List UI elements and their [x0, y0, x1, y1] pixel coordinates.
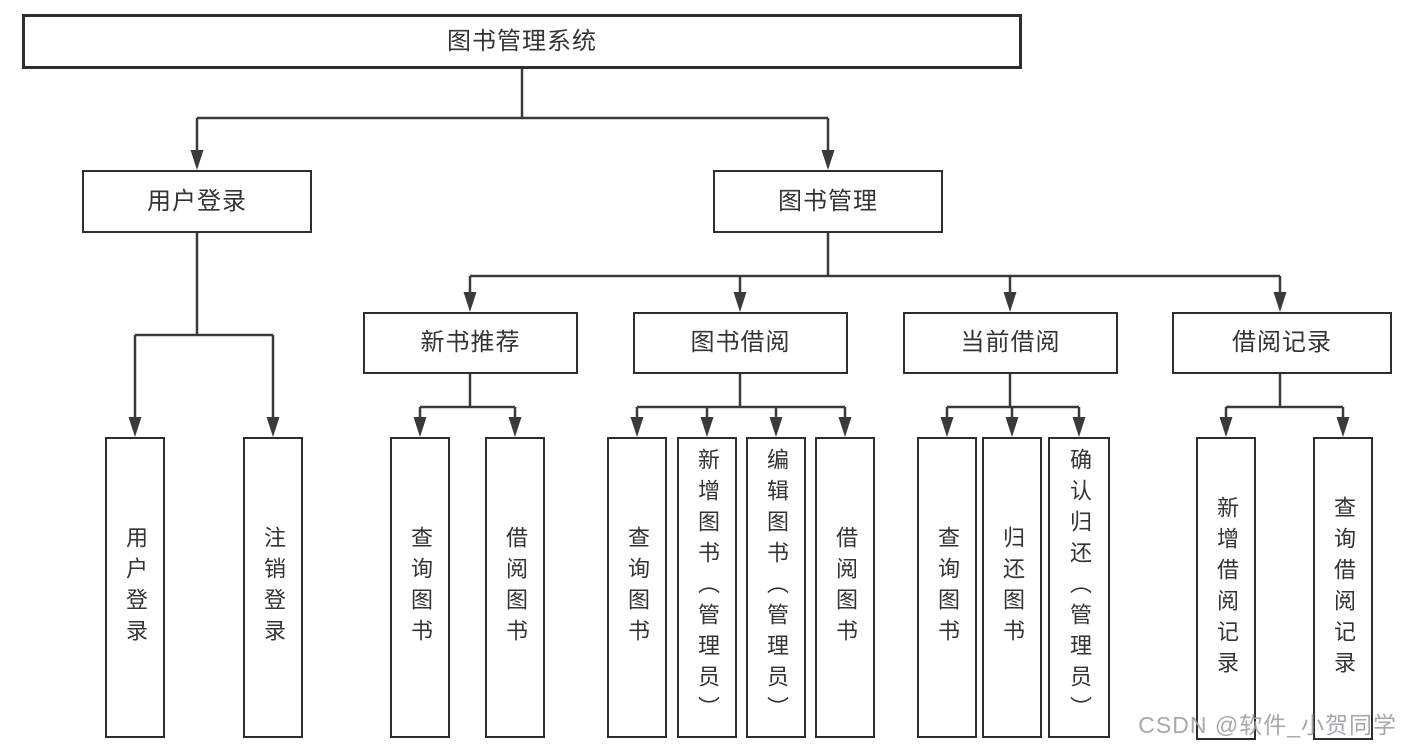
node-book-borrowing: 图书借阅 [633, 312, 848, 374]
node-root: 图书管理系统 [22, 14, 1022, 69]
leaf-cb-confirm-return-admin: 确认归还（管理员） [1048, 437, 1110, 738]
node-book-management: 图书管理 [713, 170, 943, 233]
leaf-bb-add-books-admin: 新增图书（管理员） [677, 437, 737, 738]
node-new-book-recommend: 新书推荐 [363, 312, 578, 374]
leaf-cb-return-books: 归还图书 [982, 437, 1042, 738]
leaf-nbr-borrow-books: 借阅图书 [485, 437, 545, 738]
leaf-nbr-query-books: 查询图书 [390, 437, 450, 738]
node-borrowing-records: 借阅记录 [1172, 312, 1392, 374]
leaf-cb-query-books: 查询图书 [917, 437, 977, 738]
leaf-br-query-record: 查询借阅记录 [1313, 437, 1373, 740]
csdn-watermark: CSDN @软件_小贺同学 [1138, 712, 1397, 738]
leaf-br-add-record: 新增借阅记录 [1196, 437, 1256, 740]
node-current-borrowing: 当前借阅 [903, 312, 1118, 374]
leaf-bb-edit-books-admin: 编辑图书（管理员） [746, 437, 806, 738]
leaf-bb-borrow-books: 借阅图书 [815, 437, 875, 738]
leaf-bb-query-books: 查询图书 [607, 437, 667, 738]
node-user-login: 用户登录 [82, 170, 312, 233]
leaf-logout: 注销登录 [243, 437, 303, 738]
leaf-user-login: 用户登录 [105, 437, 165, 738]
